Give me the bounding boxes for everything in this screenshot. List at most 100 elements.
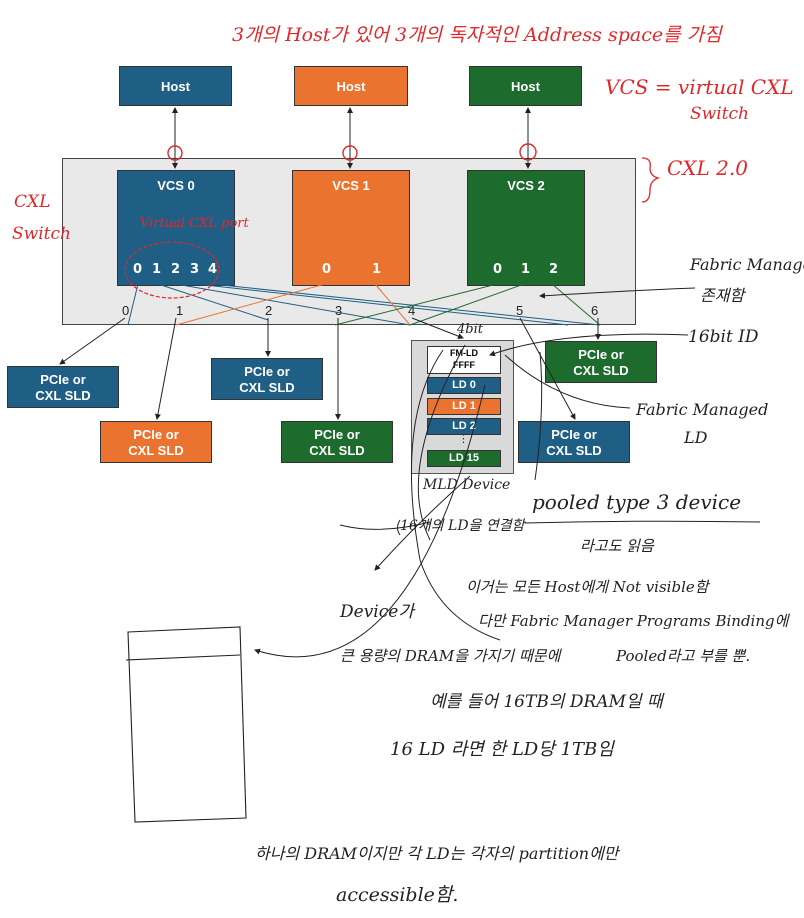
pooled-underline (524, 520, 761, 524)
note-bottom-1: 하나의 DRAM이지만 각 LD는 각자의 partition에만 (255, 844, 619, 863)
note-line5: 16 LD 라면 한 LD당 1TB임 (390, 739, 614, 760)
sld-label-2: CXL SLD (309, 443, 365, 458)
vcs-0-port-3[interactable]: 3 (190, 262, 200, 277)
vcs-0-port-1[interactable]: 1 (152, 262, 162, 277)
switch-port-3[interactable]: 3 (335, 303, 343, 318)
ld-ellipsis: ⋮ (458, 432, 469, 445)
switch-port-4[interactable]: 4 (408, 303, 416, 318)
vcs-0-port-4[interactable]: 4 (208, 262, 218, 277)
device-arrow (374, 475, 471, 571)
note-curve (410, 349, 501, 641)
host-0[interactable]: Host (119, 66, 232, 106)
vcs-2-port-1[interactable]: 1 (521, 262, 531, 277)
note-pooled-sub: 라고도 읽음 (580, 537, 654, 555)
port5-device (519, 317, 576, 420)
switch-port-5[interactable]: 5 (516, 303, 524, 318)
note-line2: 다만 Fabric Manager Programs Binding에 (478, 612, 789, 630)
note-bottom-2: accessible함. (336, 884, 459, 906)
note-cxl-switch-2: Switch (12, 224, 71, 244)
note-line3b: Pooled라고 부를 뿐. (616, 647, 751, 665)
vcs-1[interactable]: VCS 1 (292, 170, 410, 286)
switch-port-2[interactable]: 2 (265, 303, 273, 318)
vcs-2[interactable]: VCS 2 (467, 170, 585, 286)
sld-label-1: PCIe or (314, 427, 360, 442)
note-16bit: 16bit ID (688, 327, 759, 347)
sld-label-2: CXL SLD (128, 443, 184, 458)
note-fm-ld-1: Fabric Managed (636, 400, 769, 419)
vcs1-link-b (374, 283, 411, 326)
vcs-0-label: VCS 0 (157, 178, 195, 193)
note-mld-device: MLD Device (423, 477, 511, 493)
vcs-0-port-0[interactable]: 0 (133, 262, 143, 277)
note-cxl20: CXL 2.0 (667, 156, 748, 180)
switch-port-1[interactable]: 1 (176, 303, 184, 318)
note-fabric-manager-1: Fabric Manager (690, 255, 804, 274)
ld-2[interactable]: LD 2 (427, 418, 501, 435)
vcs0-link-c (175, 283, 411, 326)
pooled-curve (417, 344, 466, 541)
port4-device (411, 317, 464, 339)
host-2[interactable]: Host (469, 66, 582, 106)
line1-underline (339, 521, 431, 530)
note-top: 3개의 Host가 있어 3개의 독자적인 Address space를 가짐 (232, 24, 722, 46)
vcs-1-port-1[interactable]: 1 (372, 262, 382, 277)
ld-1[interactable]: LD 1 (427, 398, 501, 415)
cxl20-brace (641, 157, 661, 203)
vcs0-link-e (211, 283, 601, 326)
switch-port-6[interactable]: 6 (591, 303, 599, 318)
fm-ld-id: FFFF (453, 360, 475, 370)
note-line3: 큰 용량의 DRAM을 가지기 때문에 (340, 647, 561, 665)
note-line4: 예를 들어 16TB의 DRAM일 때 (430, 692, 663, 712)
sld-label-2: CXL SLD (35, 388, 91, 403)
vcs-2-port-0[interactable]: 0 (493, 262, 503, 277)
ld-0[interactable]: LD 0 (427, 377, 501, 394)
host0-circle (167, 145, 183, 161)
sld-label-1: PCIe or (40, 372, 86, 387)
vcs0-link-a (127, 283, 139, 326)
vcs2-link-a (334, 283, 498, 326)
vcs1-link-a (175, 283, 326, 326)
vcs-0[interactable]: VCS 0 (117, 170, 235, 286)
sld-label-1: PCIe or (133, 427, 179, 442)
sld-label-1: PCIe or (578, 347, 624, 362)
vcs-1-port-0[interactable]: 0 (322, 262, 332, 277)
sld-label-2: CXL SLD (573, 363, 629, 378)
port1-device (154, 317, 177, 420)
note-vcs-def-1: VCS = virtual CXL (605, 75, 794, 99)
id-arrow (489, 333, 689, 357)
switch-port-0[interactable]: 0 (122, 303, 130, 318)
host2-circle (519, 143, 537, 161)
port0-device (59, 317, 126, 365)
lds16-bracket (397, 519, 401, 536)
note-lds16: 16개의 LD을 연결함 (400, 518, 525, 534)
note-pooled: pooled type 3 device (532, 490, 742, 514)
drum-arrow (254, 384, 486, 658)
note-line1: 이거는 모든 Host에게 Not visible함 (466, 578, 709, 596)
vcs2-link-c (551, 283, 601, 326)
host1-circle (342, 145, 358, 161)
note-cxl-switch-1: CXL (14, 192, 51, 212)
vcs-0-port-2[interactable]: 2 (171, 262, 181, 277)
vcs0-link-d (195, 283, 569, 326)
vcs2-link-b (409, 283, 525, 326)
host-1[interactable]: Host (294, 66, 408, 106)
note-virtual-port: Virtual CXL port (140, 216, 249, 231)
sld-label-2: CXL SLD (239, 380, 295, 395)
fmld-arrow (504, 354, 631, 409)
ld-bracket (534, 351, 543, 481)
ld-15[interactable]: LD 15 (427, 450, 501, 467)
note-vcs-def-2: Switch (690, 104, 749, 124)
sld-label-2: CXL SLD (546, 443, 602, 458)
note-4bit: 4bit (457, 322, 483, 337)
vcs-2-port-2[interactable]: 2 (549, 262, 559, 277)
sld-label-1: PCIe or (551, 427, 597, 442)
